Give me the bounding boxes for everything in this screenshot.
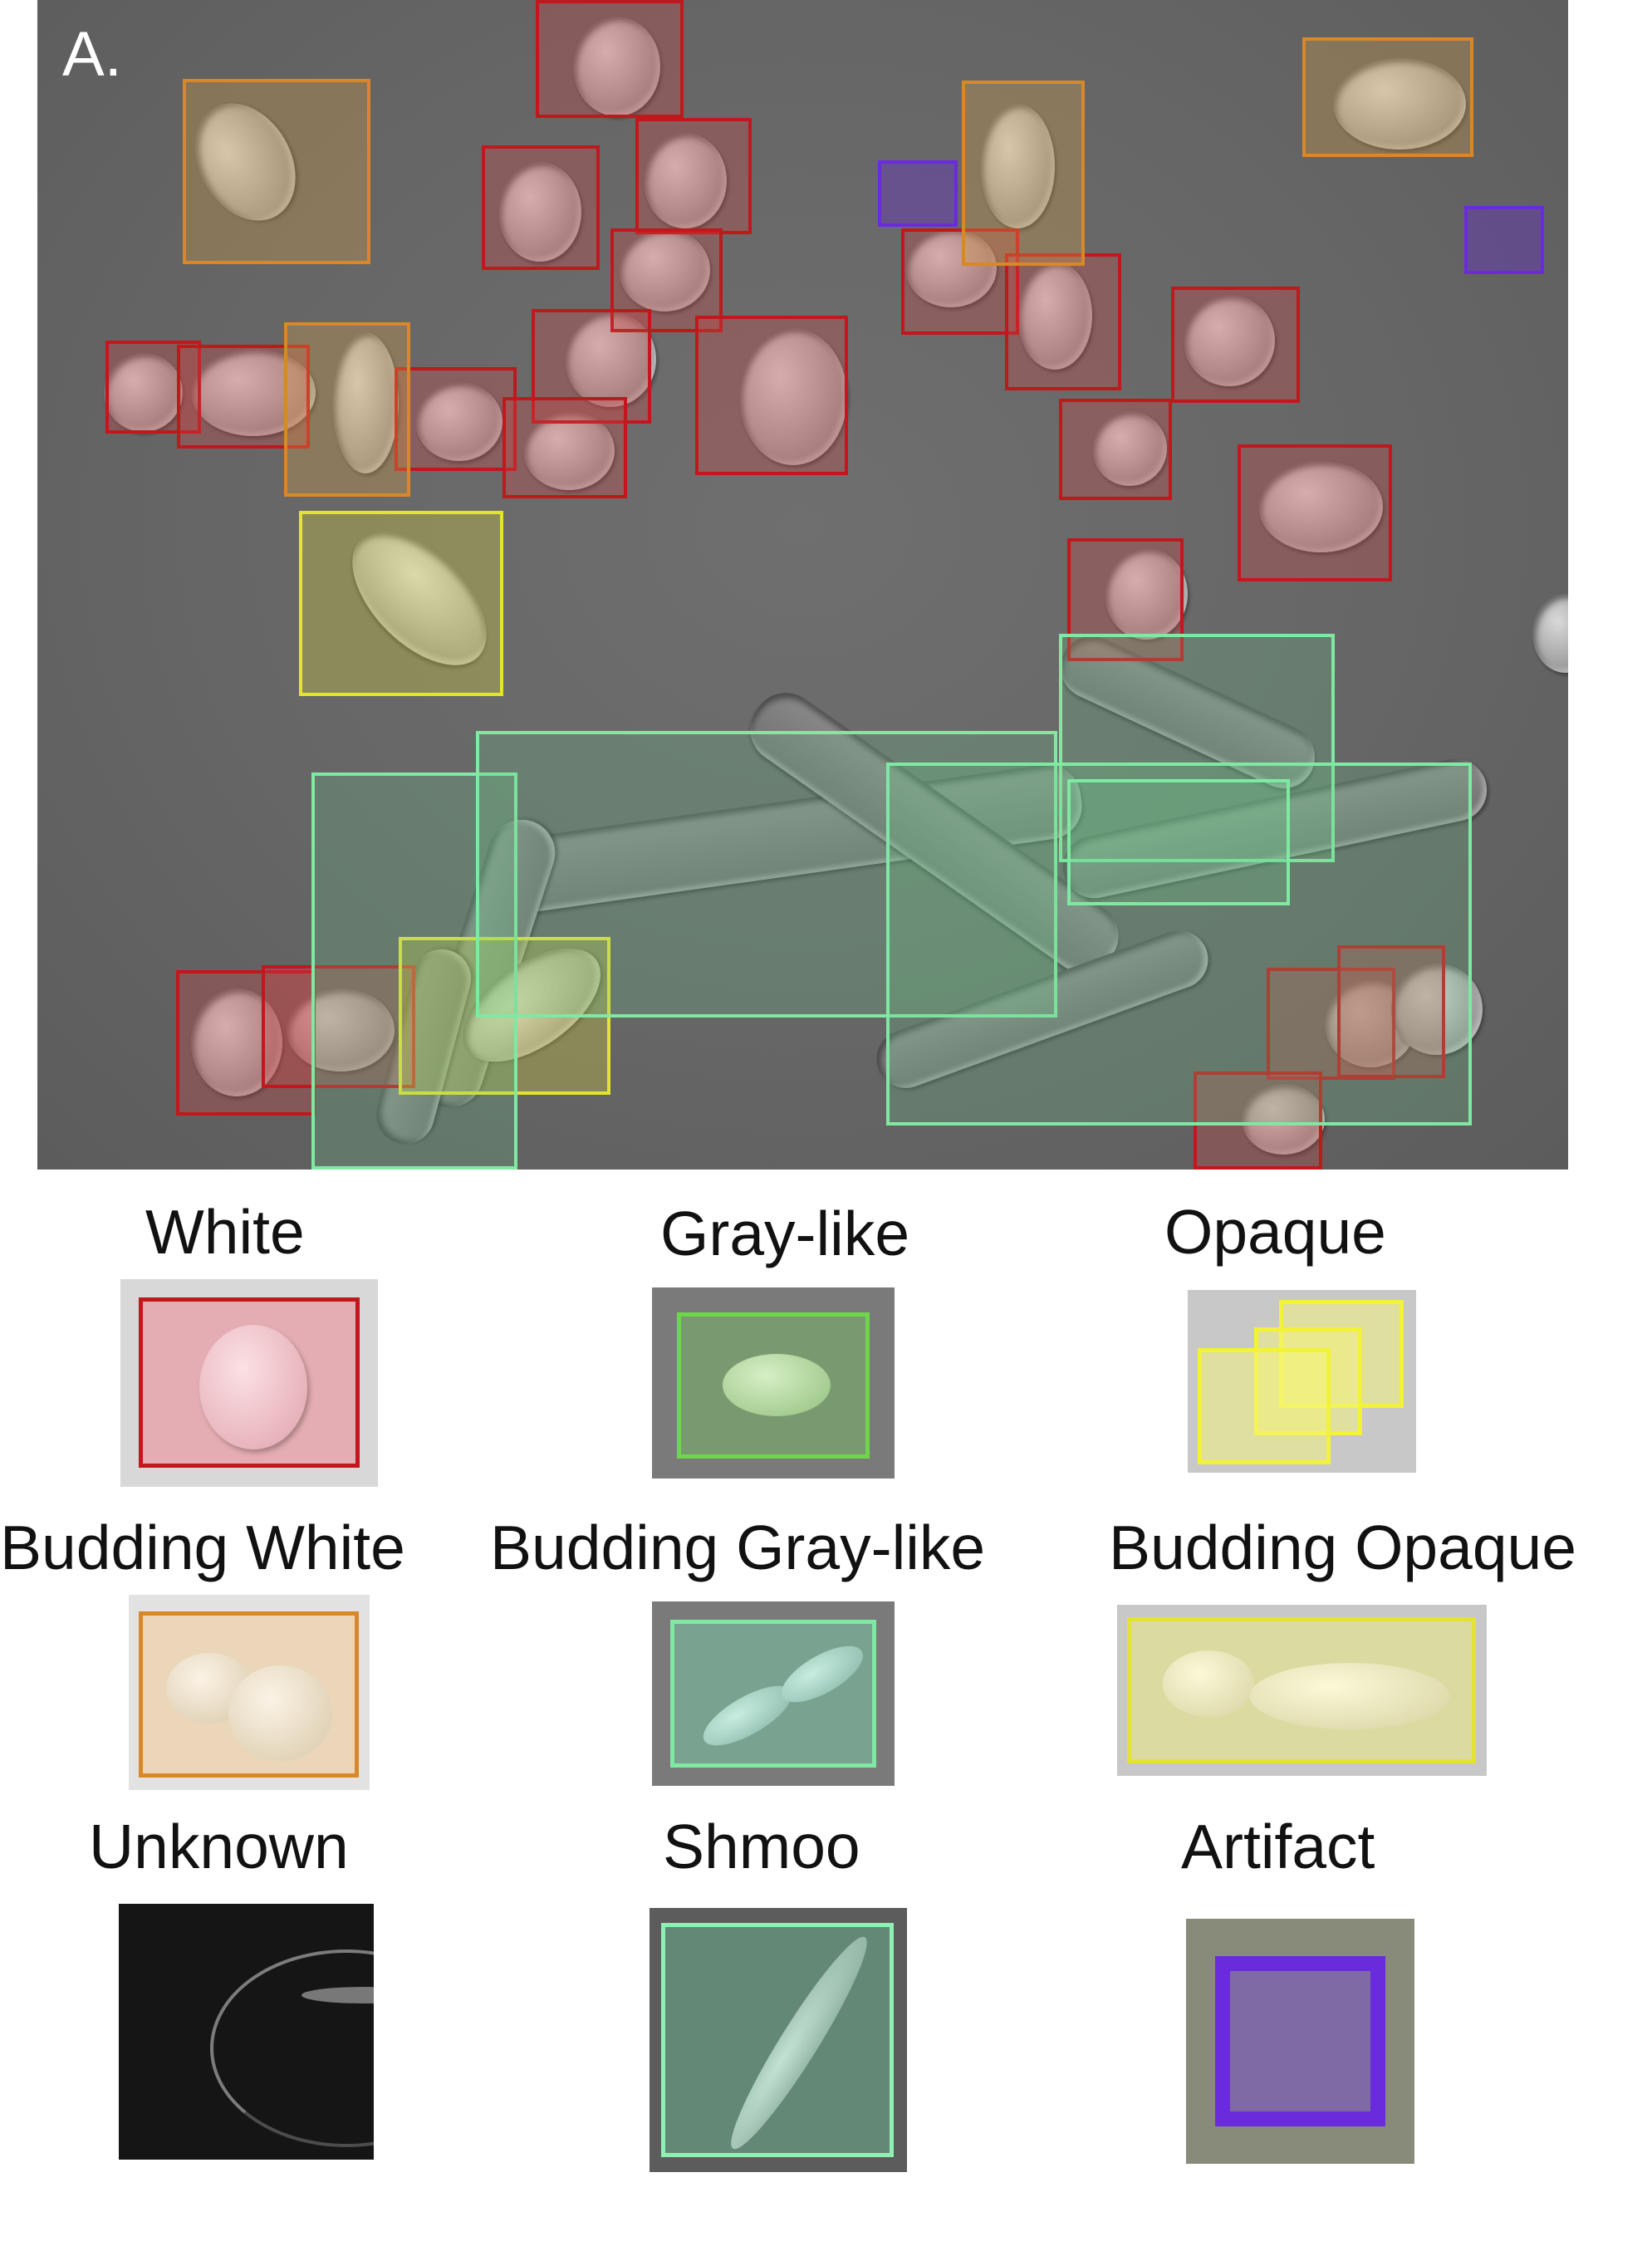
detection-box-budding-white xyxy=(183,79,370,264)
detection-box-white xyxy=(1267,968,1395,1080)
detection-box-white xyxy=(610,228,723,332)
yeast-cell xyxy=(619,228,710,311)
legend-label-artifact: Artifact xyxy=(1181,1812,1375,1881)
yeast-cell xyxy=(739,328,847,465)
legend-label-shmoo: Shmoo xyxy=(663,1812,860,1881)
yeast-cell xyxy=(1391,964,1483,1055)
legend-swatch-budding-white xyxy=(129,1595,370,1790)
detection-box-white xyxy=(262,965,415,1088)
detection-box-white xyxy=(536,0,684,118)
yeast-cell xyxy=(332,332,399,473)
yeast-cell xyxy=(1242,1084,1325,1155)
yeast-cell xyxy=(104,353,183,432)
detection-box-white xyxy=(105,341,201,434)
detection-box-white xyxy=(1067,538,1184,661)
detection-box-white xyxy=(635,118,752,234)
legend-swatch-opaque xyxy=(1188,1290,1416,1473)
yeast-cell xyxy=(573,17,660,116)
detection-box-white xyxy=(1337,945,1445,1078)
detection-box-budding-gray-like xyxy=(1067,779,1290,905)
yeast-cell xyxy=(191,988,282,1096)
detection-box-white xyxy=(1005,253,1121,390)
detection-box-white xyxy=(176,970,316,1116)
yeast-cell xyxy=(644,133,727,228)
detection-box-artifact xyxy=(878,160,958,227)
detection-box-budding-gray-like xyxy=(476,731,1057,1018)
detection-box-white xyxy=(695,316,848,475)
detection-box-white xyxy=(395,367,517,471)
yeast-cell xyxy=(1105,548,1188,640)
yeast-cell xyxy=(980,104,1055,228)
legend-swatch-shmoo xyxy=(650,1908,907,2172)
detection-box-white xyxy=(901,228,1019,335)
yeast-cell xyxy=(415,382,502,461)
detection-box-white xyxy=(482,145,600,270)
detection-box-white xyxy=(177,345,310,449)
legend-label-gray-like: Gray-like xyxy=(660,1199,910,1268)
detection-box-white xyxy=(1238,444,1392,581)
detection-box-budding-gray-like xyxy=(886,763,1472,1126)
detection-box-white xyxy=(532,309,651,424)
legend-label-budding-gray-like: Budding Gray-like xyxy=(490,1513,986,1582)
yeast-cell xyxy=(1092,411,1167,486)
detection-box-white xyxy=(502,397,627,498)
detection-box-budding-white xyxy=(1302,37,1473,157)
yeast-cell xyxy=(523,411,615,490)
detection-box-white xyxy=(1194,1072,1322,1170)
legend-swatch-unknown xyxy=(119,1904,374,2160)
legend-swatch-budding-opaque xyxy=(1117,1605,1487,1776)
yeast-cell xyxy=(1532,594,1568,673)
legend-swatch-budding-gray-like xyxy=(652,1601,895,1786)
legend-swatch-white xyxy=(120,1279,378,1487)
yeast-cell xyxy=(191,349,316,436)
yeast-cell xyxy=(1017,262,1092,370)
legend-label-opaque: Opaque xyxy=(1164,1197,1386,1267)
annotated-micrograph: A. xyxy=(37,0,1568,1170)
legend-label-unknown: Unknown xyxy=(89,1812,349,1881)
yeast-cell xyxy=(498,162,581,262)
yeast-cell xyxy=(1333,58,1466,150)
detection-box-artifact xyxy=(1464,206,1544,274)
detection-box-budding-gray-like xyxy=(311,772,517,1170)
legend-swatch-gray-like xyxy=(652,1287,895,1479)
yeast-cell xyxy=(1184,295,1275,386)
legend-label-budding-white: Budding White xyxy=(0,1513,405,1582)
legend-label-budding-opaque: Budding Opaque xyxy=(1109,1513,1576,1582)
detection-box-opaque xyxy=(299,511,503,696)
legend-label-white: White xyxy=(145,1197,305,1267)
detection-box-budding-white xyxy=(284,322,410,497)
panel-label: A. xyxy=(62,19,122,90)
detection-box-white xyxy=(1171,287,1300,403)
yeast-cell xyxy=(905,228,997,307)
detection-box-white xyxy=(1059,399,1172,500)
legend-swatch-artifact xyxy=(1186,1919,1414,2164)
yeast-cell xyxy=(1258,461,1383,552)
detection-box-budding-white xyxy=(962,81,1085,266)
yeast-cell xyxy=(287,988,395,1072)
